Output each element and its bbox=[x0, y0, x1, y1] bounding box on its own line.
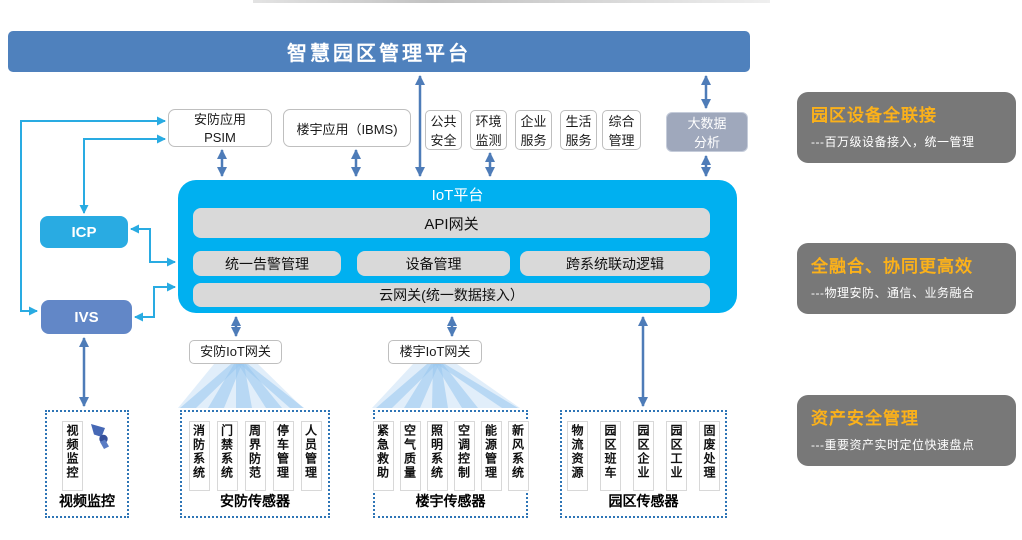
benefit-title: 全融合、协同更高效 bbox=[811, 257, 973, 276]
video-surveillance-group: 视频监控 视频监控 bbox=[45, 410, 129, 518]
service-box-living: 生活 服务 bbox=[560, 110, 597, 150]
service-box-env-monitoring: 环境 监测 bbox=[470, 110, 507, 150]
sensor-column: 周界防范 bbox=[244, 421, 266, 491]
cross-system-linkage-label: 跨系统联动逻辑 bbox=[566, 255, 664, 272]
sensor-column: 物流资源 bbox=[567, 421, 588, 491]
service-line: 监测 bbox=[475, 133, 502, 148]
sensor-column: 园区班车 bbox=[600, 421, 621, 491]
service-line: 服务 bbox=[565, 133, 592, 148]
ivs-label: IVS bbox=[74, 308, 99, 326]
building-sensors-group: 紧急救助 空气质量 照明系统 空调控制 能源管理 新风系统 楼宇传感器 bbox=[372, 410, 529, 518]
iot-platform-title: IoT平台 bbox=[431, 187, 484, 204]
device-mgmt-label: 设备管理 bbox=[405, 255, 462, 272]
sensor-column: 空气质量 bbox=[399, 421, 421, 491]
group-label: 安防传感器 bbox=[220, 493, 290, 509]
benefit-desc: ---百万级设备接入，统一管理 bbox=[811, 135, 975, 149]
benefit-device-connection: 园区设备全联接 ---百万级设备接入，统一管理 bbox=[797, 92, 1016, 163]
sensor-column: 消防系统 bbox=[188, 421, 210, 491]
link-psim-icp bbox=[79, 134, 166, 214]
ibms-label: 楼宇应用（IBMS) bbox=[296, 121, 398, 137]
ivs-box: IVS bbox=[41, 300, 132, 334]
sensor-column: 视频监控 bbox=[62, 421, 83, 491]
gateway-fan-building bbox=[372, 364, 520, 408]
psim-app-box: 安防应用 PSIM bbox=[168, 109, 272, 147]
sensor-column: 门禁系统 bbox=[216, 421, 238, 491]
benefit-asset-safety: 资产安全管理 ---重要资产实时定位快速盘点 bbox=[797, 395, 1016, 466]
service-line: 管理 bbox=[608, 133, 635, 148]
psim-line2: PSIM bbox=[204, 130, 236, 145]
cloud-gateway-bar: 云网关(统一数据接入） bbox=[193, 283, 710, 307]
sensor-column: 能源管理 bbox=[480, 421, 502, 491]
security-sensors-group: 消防系统 门禁系统 周界防范 停车管理 人员管理 安防传感器 bbox=[180, 410, 330, 518]
bigdata-line1: 大数据 bbox=[687, 116, 727, 131]
link-icp-platform bbox=[130, 224, 176, 267]
building-iot-gateway-box: 楼宇IoT网关 bbox=[388, 340, 482, 364]
service-line: 生活 bbox=[565, 114, 592, 129]
platform-banner: 智慧园区管理平台 bbox=[8, 31, 750, 72]
benefit-title: 资产安全管理 bbox=[811, 409, 919, 428]
bigdata-analysis-box: 大数据 分析 bbox=[666, 112, 748, 152]
benefit-desc: ---重要资产实时定位快速盘点 bbox=[811, 438, 975, 452]
park-sensors-group: 物流资源 园区班车 园区企业 园区工业 固废处理 园区传感器 bbox=[560, 410, 727, 518]
sensor-column: 空调控制 bbox=[453, 421, 475, 491]
icp-label: ICP bbox=[71, 223, 97, 241]
security-iot-gateway-label: 安防IoT网关 bbox=[200, 344, 271, 359]
sensor-column: 照明系统 bbox=[426, 421, 448, 491]
service-line: 服务 bbox=[520, 133, 547, 148]
service-line: 综合 bbox=[608, 114, 635, 129]
service-box-general-mgmt: 综合 管理 bbox=[602, 110, 641, 150]
benefit-title: 园区设备全联接 bbox=[811, 106, 937, 125]
group-label: 楼宇传感器 bbox=[415, 493, 486, 509]
group-label: 视频监控 bbox=[59, 493, 115, 509]
sensor-column: 新风系统 bbox=[507, 421, 529, 491]
alarm-mgmt-bar: 统一告警管理 bbox=[193, 251, 341, 276]
sensor-column: 园区工业 bbox=[666, 421, 687, 491]
service-line: 公共 bbox=[430, 114, 457, 129]
sensor-column: 紧急救助 bbox=[372, 421, 394, 491]
icp-box: ICP bbox=[40, 216, 128, 248]
platform-banner-title: 智慧园区管理平台 bbox=[287, 43, 471, 65]
service-line: 环境 bbox=[475, 114, 502, 129]
service-line: 安全 bbox=[430, 133, 457, 148]
api-gateway-label: API网关 bbox=[424, 215, 479, 233]
sensor-column: 停车管理 bbox=[272, 421, 294, 491]
building-iot-gateway-label: 楼宇IoT网关 bbox=[399, 344, 471, 359]
sensor-column: 人员管理 bbox=[300, 421, 322, 491]
ibms-app-box: 楼宇应用（IBMS) bbox=[283, 109, 411, 147]
service-box-enterprise: 企业 服务 bbox=[515, 110, 552, 150]
benefit-desc: ---物理安防、通信、业务融合 bbox=[811, 286, 975, 300]
service-line: 企业 bbox=[520, 114, 547, 129]
api-gateway-bar: API网关 bbox=[193, 208, 710, 238]
security-iot-gateway-box: 安防IoT网关 bbox=[189, 340, 282, 364]
group-label: 园区传感器 bbox=[608, 493, 679, 509]
top-edge-strip bbox=[253, 0, 770, 3]
bigdata-line2: 分析 bbox=[693, 135, 720, 150]
cloud-gateway-label: 云网关(统一数据接入） bbox=[379, 287, 524, 303]
gateway-fan-security bbox=[178, 364, 304, 408]
service-box-public-safety: 公共 安全 bbox=[425, 110, 462, 150]
benefit-full-convergence: 全融合、协同更高效 ---物理安防、通信、业务融合 bbox=[797, 243, 1016, 314]
sensor-column: 园区企业 bbox=[633, 421, 654, 491]
cross-system-linkage-bar: 跨系统联动逻辑 bbox=[520, 251, 710, 276]
camera-icon bbox=[91, 424, 109, 449]
alarm-mgmt-label: 统一告警管理 bbox=[225, 255, 309, 272]
psim-line1: 安防应用 bbox=[193, 112, 246, 127]
sensor-column: 固废处理 bbox=[699, 421, 720, 491]
link-ivs-platform bbox=[134, 282, 176, 322]
device-mgmt-bar: 设备管理 bbox=[357, 251, 510, 276]
